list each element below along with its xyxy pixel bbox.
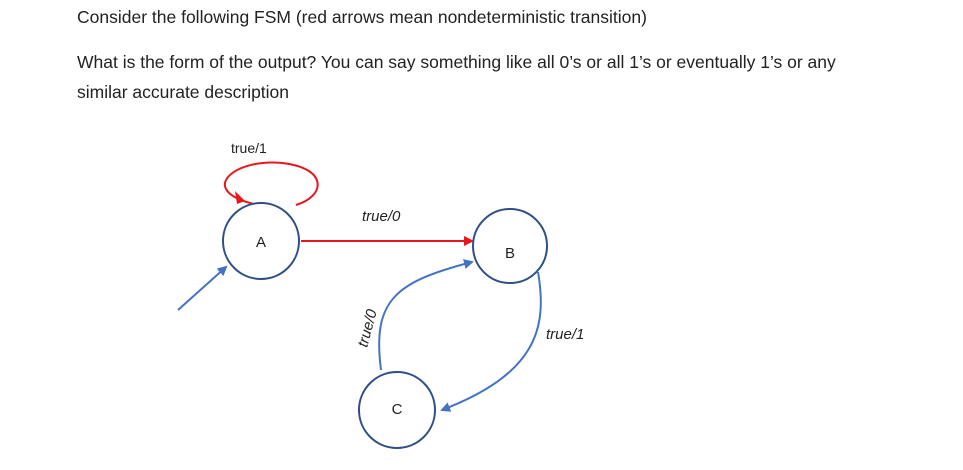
state-a-label: A (256, 234, 266, 251)
state-c-circle (358, 371, 436, 449)
start-arrow (177, 265, 228, 311)
label-a-self-loop: true/1 (231, 140, 267, 156)
state-c-label: C (392, 401, 403, 418)
transition-c-to-b (378, 259, 474, 371)
state-a-circle (222, 202, 300, 280)
label-a-to-b: true/0 (362, 208, 401, 225)
label-c-to-b: true/0 (354, 307, 381, 349)
question-line-1: Consider the following FSM (red arrows m… (77, 7, 647, 27)
question-line-2: What is the form of the output? You can … (77, 52, 836, 72)
transition-b-to-c (440, 271, 542, 412)
transition-a-self-loop (224, 161, 319, 206)
question-line-3: similar accurate description (77, 82, 290, 102)
state-b-label: B (505, 245, 515, 262)
state-b-circle (472, 208, 548, 284)
arrowhead-a-self-loop (235, 191, 245, 204)
label-b-to-c: true/1 (546, 326, 584, 343)
